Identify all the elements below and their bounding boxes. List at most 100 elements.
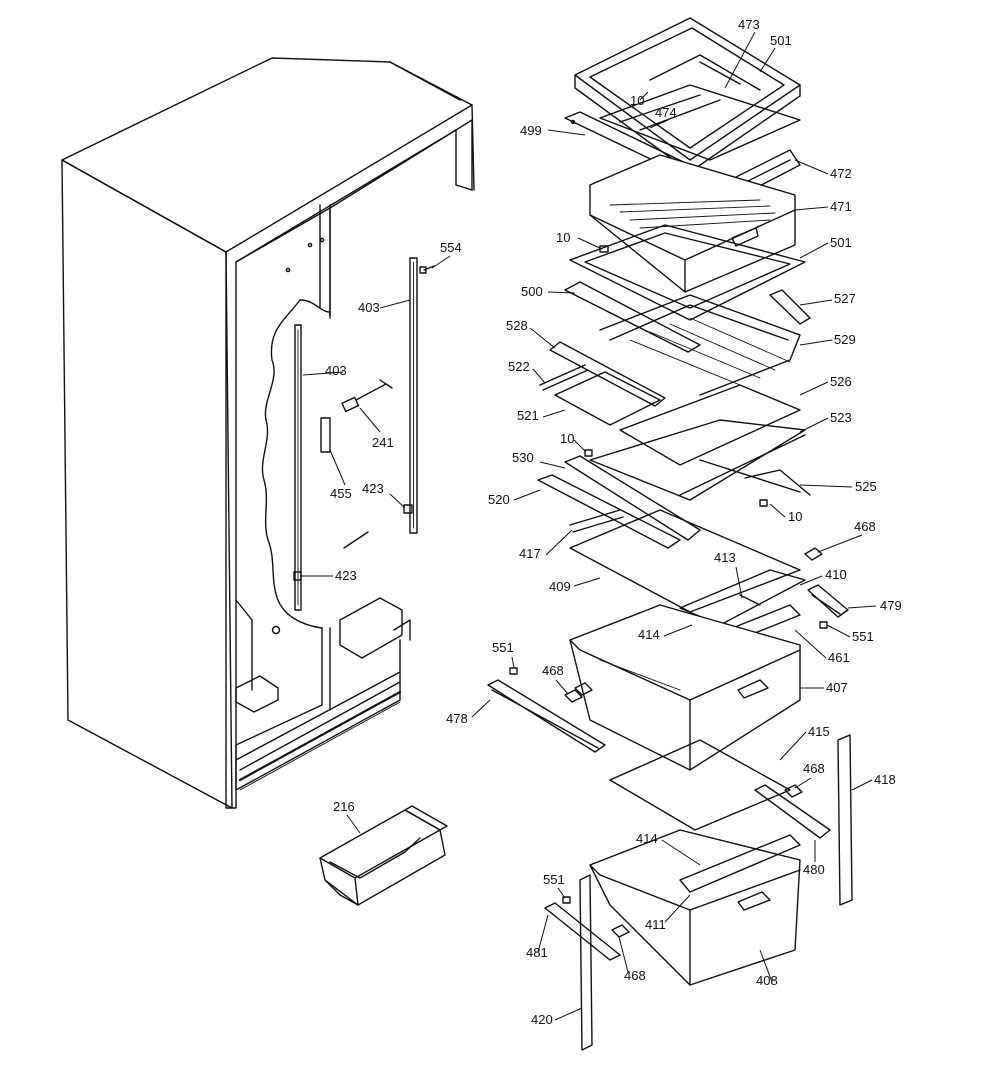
part-417-shelf-support [569,509,624,533]
callout-414: 414 [638,627,660,642]
part-241-light-socket [341,379,393,413]
callout-479: 479 [880,598,902,613]
leader-line [735,566,743,599]
callout-461: 461 [828,650,850,665]
part-403-shelf-rail-left [294,324,302,611]
callout-480: 480 [803,862,825,877]
leader-line [794,629,827,659]
callout-526: 526 [830,374,852,389]
callout-501: 501 [770,33,792,48]
leader-line [555,679,569,695]
callout-529: 529 [834,332,856,347]
callout-415: 415 [808,724,830,739]
callout-522: 522 [508,359,530,374]
leader-line [554,1007,583,1021]
callout-403: 403 [325,363,347,378]
callout-414: 414 [636,831,658,846]
callout-525: 525 [855,479,877,494]
leader-line [759,47,776,73]
part-500-slide-rail [564,281,701,353]
part-527-slide-rail [769,289,811,325]
callout-417: 417 [519,546,541,561]
leader-line [663,624,693,637]
part-551-screw-lower [562,896,571,904]
leader-line [547,129,586,136]
part-551-screw-left [509,667,518,675]
part-526-shelf-glass [619,384,801,466]
leader-line [329,449,346,486]
leader-line [618,936,629,973]
leader-line [532,368,546,384]
leader-line [779,731,807,761]
part-420-side-panel [579,874,593,1051]
leader-line [799,484,853,488]
part-471-meat-pan [589,154,796,293]
leader-line [302,371,344,376]
part-473-cover-insert [649,54,761,91]
leader-line [847,605,877,609]
callout-420: 420 [531,1012,553,1027]
callout-551: 551 [492,640,514,655]
part-407-crisper-pan [569,604,801,771]
leader-line [769,503,786,518]
callout-418: 418 [874,772,896,787]
callout-499: 499 [520,123,542,138]
part-529-shelf-frame [599,294,801,396]
callout-468: 468 [542,663,564,678]
part-455-light-housing [320,417,369,549]
callout-521: 521 [517,408,539,423]
leader-line [545,529,573,556]
part-415-crisper-cover-glass [609,739,791,831]
part-411-crisper-front [679,834,801,893]
callout-520: 520 [488,492,510,507]
callout-423: 423 [335,568,357,583]
callout-403: 403 [358,300,380,315]
part-403-shelf-rail-right [409,257,418,534]
callout-527: 527 [834,291,856,306]
callout-labels: 473 501 10 474 499 472 471 10 501 554 50… [325,17,902,1027]
part-522-shelf-support [539,364,589,391]
part-418-side-panel [837,734,853,906]
leader-line [513,489,541,501]
leader-line [542,409,566,418]
leader-line [661,839,701,866]
leader-line [759,949,773,983]
leader-line [511,656,515,669]
leader-line [639,91,649,101]
part-551-screw-right [819,621,828,629]
callout-551: 551 [543,872,565,887]
leader-line [539,461,566,469]
part-501-pan-frame [569,224,806,321]
leader-line [359,407,381,433]
leader-line [799,381,829,396]
part-408-crisper-pan [589,829,801,986]
leader-line [431,255,451,269]
leader-line [547,291,576,294]
part-468-stop-upper [804,547,823,561]
callout-474: 474 [655,105,677,120]
part-480-slide-rail [754,784,831,839]
callout-481: 481 [526,945,548,960]
part-468-stop-lower [611,924,630,938]
callout-455: 455 [330,486,352,501]
callout-468: 468 [803,761,825,776]
callout-468: 468 [854,519,876,534]
part-474-cover-glass-slide [599,84,801,161]
callout-241: 241 [372,435,394,450]
callout-473: 473 [738,17,760,32]
callout-554: 554 [440,240,462,255]
callout-468: 468 [624,968,646,983]
callout-500: 500 [521,284,543,299]
part-501-top-cover-frame [574,17,801,173]
leader-line [573,439,587,453]
leader-line [664,894,691,923]
leader-line [794,206,829,211]
callout-10: 10 [560,431,574,446]
leader-line [529,327,556,349]
leader-line [379,299,411,309]
leader-line [471,699,491,718]
part-554-screw [419,265,435,274]
part-525-shelf-bracket [699,459,811,496]
part-468-stop-left [564,682,593,703]
callout-528: 528 [506,318,528,333]
